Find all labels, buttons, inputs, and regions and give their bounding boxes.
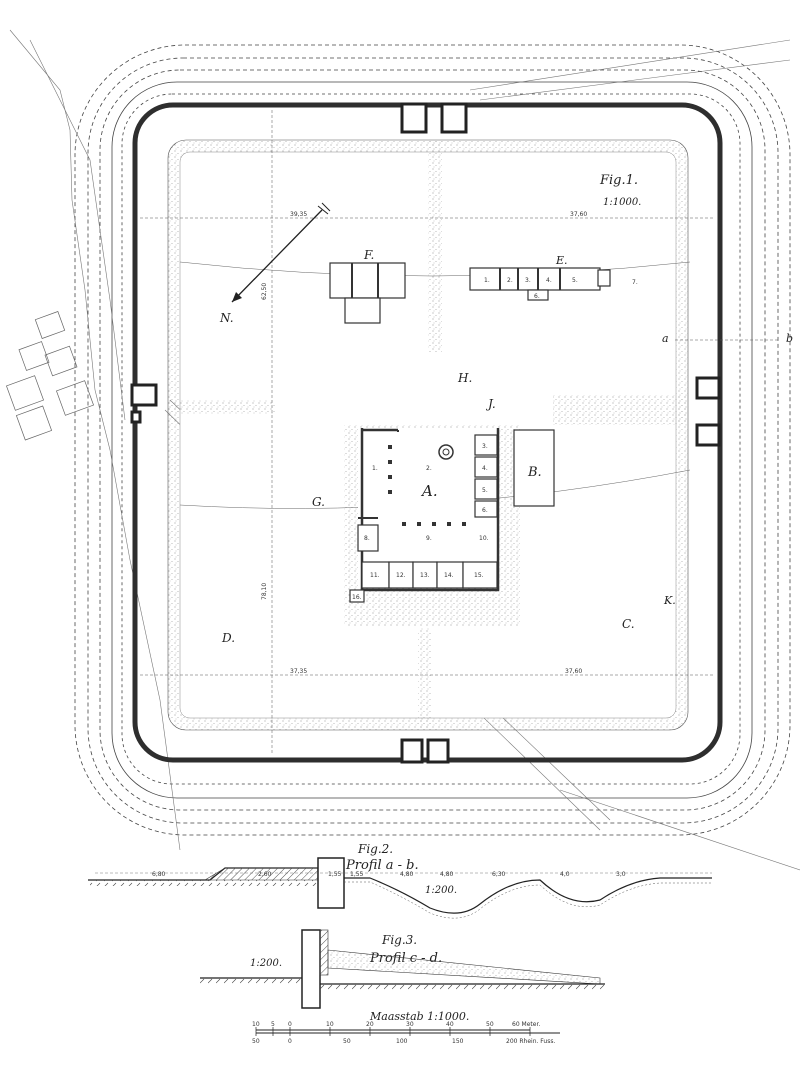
room-e-4: 4. (546, 277, 552, 284)
section-a: a (662, 332, 669, 345)
room-16: 16. (352, 594, 362, 601)
gates (130, 102, 721, 764)
fig1-plan: 39,35 37,60 37,35 37,60 62,50 78,10 N. F… (6, 29, 800, 871)
scale-bottom-2: 50 (343, 1038, 351, 1045)
scale-bottom-3: 100 (396, 1038, 408, 1045)
scale-top-4: 20 (366, 1021, 374, 1028)
room-15: 15. (474, 572, 484, 579)
fig3-caption: Fig.3. (381, 933, 417, 947)
fig2-dim-7: 6,30 (492, 871, 506, 878)
building-a-principia (349, 428, 500, 603)
scale-bottom-4: 150 (452, 1038, 464, 1045)
building-e (469, 267, 611, 301)
scale-bottom-1: 0 (288, 1038, 292, 1045)
building-f (329, 262, 406, 324)
fig1-scale: 1:1000. (603, 197, 641, 208)
scale-top-8: 60 Meter. (512, 1021, 540, 1028)
building-b (513, 429, 555, 507)
room-6: 6. (482, 507, 488, 514)
room-e-3: 3. (525, 277, 531, 284)
scale-top-3: 10 (326, 1021, 334, 1028)
room-5: 5. (482, 487, 488, 494)
fig2-dim-9: 3,0 (616, 871, 626, 878)
dim-left-vertical-2: 78,10 (261, 583, 268, 600)
room-2: 2. (426, 465, 432, 472)
fig2-dim-2: 2,60 (258, 871, 272, 878)
via-west (168, 400, 276, 414)
label-a: A. (420, 482, 438, 500)
label-h: H. (457, 371, 472, 385)
scale-top-0: 10 (252, 1021, 260, 1028)
label-b: B. (527, 465, 542, 480)
room-e-7: 7. (632, 279, 638, 286)
room-8: 8. (364, 535, 370, 542)
via-east (553, 395, 688, 425)
room-4: 4. (482, 465, 488, 472)
label-f: F. (363, 248, 374, 262)
label-k: K. (663, 594, 676, 607)
fig3-scale: 1:200. (250, 958, 282, 969)
scale-top-5: 30 (406, 1021, 414, 1028)
dimension-lines (140, 110, 780, 755)
scale-top-7: 50 (486, 1021, 494, 1028)
dim-left-vertical: 62,50 (261, 283, 268, 300)
via-decumana (418, 628, 432, 730)
fig1-caption: Fig.1. (599, 173, 638, 188)
label-j: J. (485, 397, 496, 411)
fig2-title: Profil a - b. (345, 858, 419, 873)
scale-bottom-0: 50 (252, 1038, 260, 1045)
dim-top-right: 37,60 (570, 211, 587, 218)
label-g: G. (312, 495, 325, 509)
room-13: 13. (420, 572, 430, 579)
room-1: 1. (372, 465, 378, 472)
fig3-profile: Fig.3. Profil c - d. 1:200. (200, 929, 605, 1009)
room-e-6: 6. (534, 293, 540, 300)
label-c: C. (622, 617, 635, 631)
dim-bottom-right: 37,60 (565, 668, 582, 675)
fig2-dim-1: 6,80 (152, 871, 166, 878)
section-b: b (786, 332, 793, 345)
scale-bar: Maasstab 1:1000. 10 5 0 10 20 30 40 50 6… (252, 1010, 560, 1045)
room-e-1: 1. (484, 277, 490, 284)
via-principalis-north (428, 140, 442, 352)
fig2-wall (317, 857, 345, 909)
scale-top-2: 0 (288, 1021, 292, 1028)
north-label: N. (219, 311, 234, 325)
dim-top-left: 39,35 (290, 211, 307, 218)
scalebar-title: Maasstab 1:1000. (369, 1010, 469, 1023)
room-10: 10. (479, 535, 489, 542)
fig2-dim-6: 4,80 (440, 871, 454, 878)
scale-bottom-5: 200 Rhein. Fuss. (506, 1038, 555, 1045)
fig3-wall (301, 929, 321, 1009)
room-e-2: 2. (507, 277, 513, 284)
room-14: 14. (444, 572, 454, 579)
fig2-caption: Fig.2. (357, 842, 393, 856)
room-e-5: 5. (572, 277, 578, 284)
room-12: 12. (396, 572, 406, 579)
fig2-dim-8: 4,0 (560, 871, 570, 878)
label-e: E. (555, 254, 568, 267)
fig2-dim-5: 4,80 (400, 871, 414, 878)
north-arrow (231, 202, 331, 303)
chord-line (179, 261, 691, 277)
scale-top-6: 40 (446, 1021, 454, 1028)
left-outbuildings (6, 311, 94, 441)
room-3: 3. (482, 443, 488, 450)
dim-bottom-left: 37,35 (290, 668, 307, 675)
fig2-dim-3: 1,55 (328, 871, 342, 878)
fig2-scale: 1:200. (425, 885, 457, 896)
scale-top-1: 5 (271, 1021, 275, 1028)
label-d: D. (221, 631, 235, 645)
fig2-dim-4: 1,55 (350, 871, 364, 878)
room-9: 9. (426, 535, 432, 542)
outer-ditches (74, 44, 791, 836)
room-11: 11. (370, 572, 380, 579)
fig2-profile: Fig.2. Profil a - b. 1:200. 6,80 2,60 1,… (88, 842, 712, 919)
